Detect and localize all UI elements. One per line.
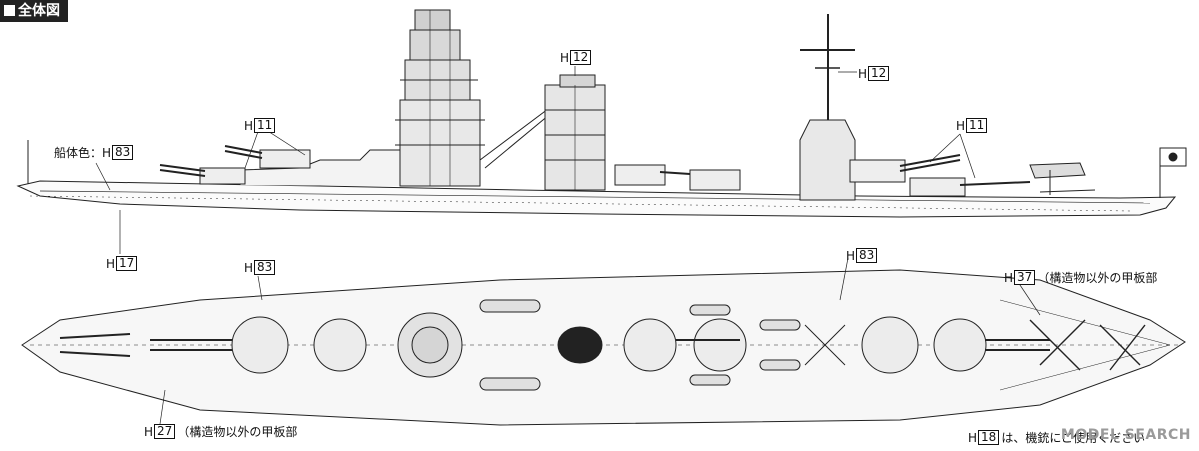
turret-1-top <box>231 316 289 374</box>
aircraft-top <box>1029 319 1146 371</box>
h18-code: 18 <box>978 430 1000 445</box>
turret-6-top <box>933 318 987 372</box>
h11-left-prefix: H <box>244 118 254 133</box>
h11-right-code: 11 <box>966 118 988 133</box>
aircraft-side <box>1029 162 1096 195</box>
side-hull <box>16 180 1177 218</box>
watermark: MODEL SEARCH <box>1060 427 1191 443</box>
h37-code: 37 <box>1014 270 1036 285</box>
turret-4-side <box>689 169 741 191</box>
square-icon <box>4 5 15 16</box>
h12-mast-prefix: H <box>858 66 868 81</box>
turret-1-side <box>199 167 246 185</box>
h83-top-mid-prefix: H <box>846 248 856 263</box>
h17-prefix: H <box>106 256 116 271</box>
side-view <box>16 9 1187 254</box>
h12-mast-code: 12 <box>868 66 890 81</box>
section-title-text: 全体図 <box>18 3 60 19</box>
turret-5-side <box>849 159 906 183</box>
turret-6-side <box>909 177 966 197</box>
turret-3-top <box>623 318 677 372</box>
turret-4-top <box>693 318 747 372</box>
h18-note: は、機銃にご使用ください <box>1001 430 1146 445</box>
turret-3-side <box>614 164 666 186</box>
h11-left-code: 11 <box>254 118 276 133</box>
h27-note: （構造物以外の甲板部 <box>177 424 298 439</box>
deck-outline <box>21 269 1186 426</box>
naval-ensign <box>1159 147 1187 198</box>
turret-5-top <box>861 316 919 374</box>
section-title: 全体図 <box>0 0 68 22</box>
h12-funnel-prefix: H <box>560 50 570 65</box>
h27-code: 27 <box>154 424 176 439</box>
h83-top-mid-code: 83 <box>856 248 878 263</box>
h12-funnel-code: 12 <box>570 50 592 65</box>
pagoda-mast <box>395 9 485 187</box>
h17-code: 17 <box>116 256 138 271</box>
h18-prefix: H <box>968 430 978 445</box>
turret-2-side <box>259 149 311 169</box>
h83-top-left-prefix: H <box>244 260 254 275</box>
h37-prefix: H <box>1004 270 1014 285</box>
h83-top-left-code: 83 <box>254 260 276 275</box>
funnel <box>544 74 606 191</box>
aft-mast <box>799 14 856 201</box>
turret-2-top <box>313 318 367 372</box>
h11-right-prefix: H <box>956 118 966 133</box>
top-view <box>21 257 1186 426</box>
h27-prefix: H <box>144 424 154 439</box>
hull-color-text: 船体色：H <box>54 145 112 160</box>
h37-note: （構造物以外の甲板部 <box>1037 270 1158 285</box>
hull-color-code: 83 <box>112 145 134 160</box>
funnel-top <box>557 326 603 364</box>
